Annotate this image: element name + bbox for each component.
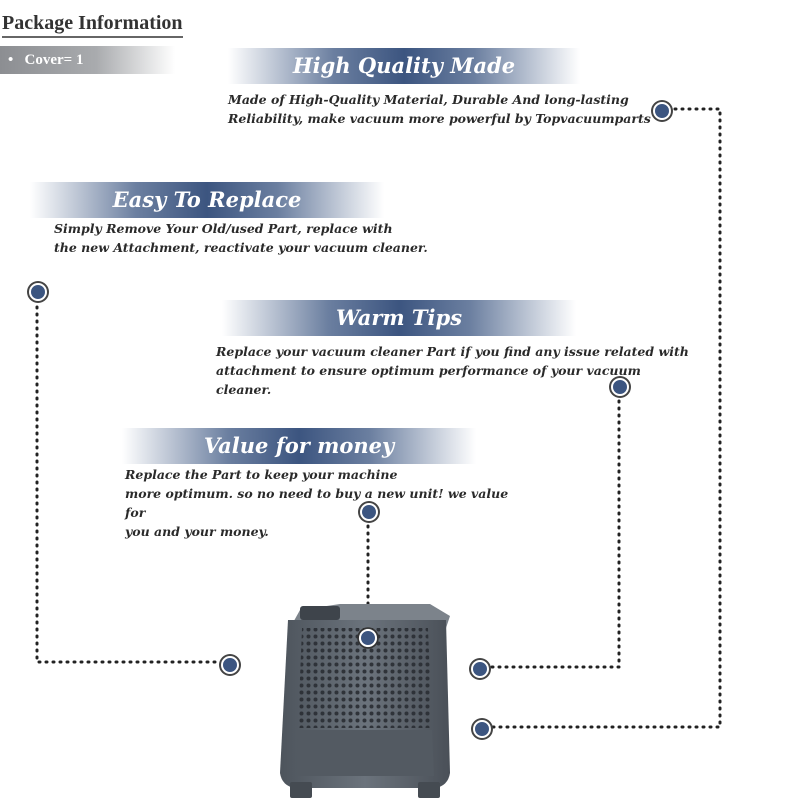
bullet-icon: •: [8, 52, 14, 68]
callout-dot-value: [360, 503, 378, 521]
feature-title-tips: Warm Tips: [222, 300, 576, 336]
feature-text-replace: Simply Remove Your Old/used Part, replac…: [54, 221, 428, 255]
callout-dot-replace-target: [221, 656, 239, 674]
feature-title-quality: High Quality Made: [228, 48, 580, 84]
leader-line-replace: [35, 298, 222, 664]
callout-dot-tips: [611, 378, 629, 396]
callout-dot-quality: [653, 102, 671, 120]
callout-dot-replace: [29, 283, 47, 301]
feature-title-replace: Easy To Replace: [30, 182, 384, 218]
feature-text-tips: Replace your vacuum cleaner Part if you …: [216, 344, 689, 397]
package-item: • Cover= 1: [0, 46, 175, 74]
product-image: [280, 604, 450, 798]
package-item-label: Cover= 1: [24, 52, 84, 68]
package-info-title: Package Information: [2, 12, 183, 38]
leader-line-quality: [486, 107, 722, 729]
leader-line-tips: [485, 392, 621, 669]
feature-title-value: Value for money: [122, 428, 476, 464]
callout-dot-quality-target: [473, 720, 491, 738]
feature-text-value: Replace the Part to keep your machine mo…: [125, 467, 509, 539]
callout-dot-tips-target: [471, 660, 489, 678]
feature-text-quality: Made of High-Quality Material, Durable A…: [228, 92, 651, 126]
